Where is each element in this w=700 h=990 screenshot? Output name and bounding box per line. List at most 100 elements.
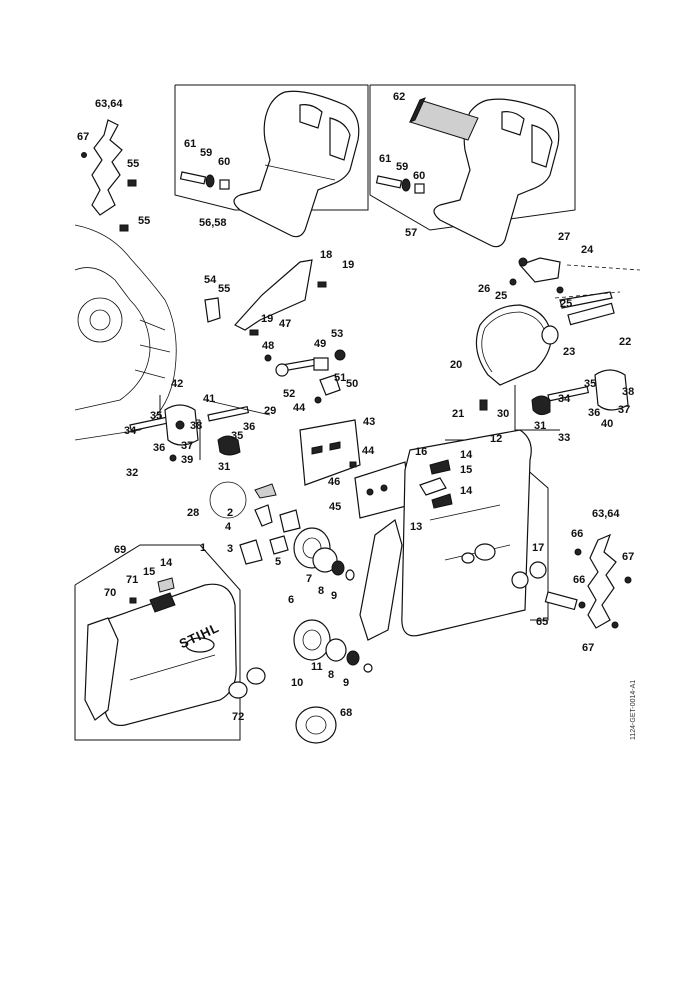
callout-label: 61 xyxy=(379,153,392,165)
callout-label: 59 xyxy=(396,161,409,173)
callout-label: 45 xyxy=(329,501,342,513)
callout-label: 53 xyxy=(331,328,344,340)
callout-label: 26 xyxy=(478,283,491,295)
callout-label: 15 xyxy=(460,464,473,476)
callout-label: 33 xyxy=(558,432,571,444)
callout-label: 8 xyxy=(328,669,335,681)
callout-label: 35 xyxy=(150,410,163,422)
callout-label: 70 xyxy=(104,587,117,599)
drawing-code: 1124-GET-0014-A1 xyxy=(630,679,637,740)
callout-label: 67 xyxy=(622,551,635,563)
side-plate-45 xyxy=(349,461,411,519)
callout-label: 54 xyxy=(204,274,217,286)
callout-label: 41 xyxy=(203,393,216,405)
tensioner-assembly xyxy=(264,349,346,404)
callout-label: 3 xyxy=(227,543,234,555)
callout-label: 39 xyxy=(181,454,194,466)
clutch-parts xyxy=(209,481,355,581)
callout-label: 18 xyxy=(320,249,333,261)
callout-label: 43 xyxy=(363,416,376,428)
callout-label: 63,64 xyxy=(95,98,123,110)
callout-label: 49 xyxy=(314,338,327,350)
nuts-72 xyxy=(228,667,266,699)
callout-label: 29 xyxy=(264,405,277,417)
sprocket-11 xyxy=(293,619,373,673)
callout-label: 14 xyxy=(160,557,173,569)
front-bracket-lower-right xyxy=(544,533,632,629)
callout-label: 46 xyxy=(328,476,341,488)
callout-label: 23 xyxy=(563,346,576,358)
callout-label: 1 xyxy=(200,542,207,554)
callout-label: 61 xyxy=(184,138,197,150)
callout-label: 15 xyxy=(143,566,156,578)
callout-label: 38 xyxy=(622,386,635,398)
callout-label: 25 xyxy=(560,298,573,310)
callout-label: 55 xyxy=(218,283,231,295)
callout-label: 19 xyxy=(342,259,355,271)
callout-label: 36 xyxy=(153,442,166,454)
screw-set-left xyxy=(179,171,230,190)
engine-housing xyxy=(74,224,177,441)
callout-label: 66 xyxy=(573,574,586,586)
callout-label: 51 xyxy=(334,372,347,384)
callout-label: 55 xyxy=(138,215,151,227)
callout-label: 36 xyxy=(243,421,256,433)
callout-label: 7 xyxy=(306,573,313,585)
callout-label: 47 xyxy=(279,318,292,330)
callout-label: 37 xyxy=(181,440,194,452)
callout-label: 71 xyxy=(126,574,139,586)
brake-band-assembly xyxy=(475,257,641,411)
callout-label: 22 xyxy=(619,336,632,348)
callout-label: 14 xyxy=(460,449,473,461)
callout-label: 55 xyxy=(127,158,140,170)
callout-label: 44 xyxy=(362,445,375,457)
callout-label: 38 xyxy=(190,420,203,432)
grip-insert xyxy=(409,97,479,141)
callout-label: 30 xyxy=(497,408,510,420)
chain-catcher-bracket xyxy=(204,259,327,336)
callout-label: 16 xyxy=(415,446,428,458)
front-bracket-upper-left xyxy=(81,119,137,232)
callout-label: 24 xyxy=(581,244,594,256)
callout-label: 4 xyxy=(225,521,232,533)
callout-label: 31 xyxy=(218,461,231,473)
callout-label: 13 xyxy=(410,521,423,533)
side-cover-69 xyxy=(84,577,237,727)
callout-label: 67 xyxy=(582,642,595,654)
callout-label: 62 xyxy=(393,91,406,103)
callout-label: 56,58 xyxy=(199,217,227,229)
callout-label: 59 xyxy=(200,147,213,159)
callout-label: 36 xyxy=(588,407,601,419)
nuts-17 xyxy=(511,561,547,589)
callout-label: 32 xyxy=(126,467,139,479)
callout-label: 11 xyxy=(311,661,323,673)
callout-label: 27 xyxy=(558,231,571,243)
callout-label: 34 xyxy=(124,425,137,437)
callout-label: 44 xyxy=(293,402,306,414)
guide-pin-kit-left xyxy=(129,395,201,462)
callout-label: 63,64 xyxy=(592,508,620,520)
callout-label: 40 xyxy=(601,418,614,430)
callout-label: 21 xyxy=(452,408,465,420)
callout-label: 66 xyxy=(571,528,584,540)
callout-label: 19 xyxy=(261,313,274,325)
callout-label: 68 xyxy=(340,707,353,719)
callout-label: 28 xyxy=(187,507,200,519)
callout-label: 12 xyxy=(490,433,503,445)
callout-label: 9 xyxy=(331,590,338,602)
callout-label: 42 xyxy=(171,378,184,390)
callout-label: 60 xyxy=(413,170,426,182)
right-guide-kit-frame xyxy=(514,369,629,431)
callout-label: 65 xyxy=(536,616,549,628)
callout-label: 34 xyxy=(558,393,571,405)
small-parts-16-14-15 xyxy=(419,459,453,509)
callout-label: 50 xyxy=(346,378,359,390)
callout-label: 5 xyxy=(275,556,282,568)
screw-set-right xyxy=(375,175,425,194)
callout-label: 35 xyxy=(231,430,244,442)
callout-label: 14 xyxy=(460,485,473,497)
callout-label: 25 xyxy=(495,290,508,302)
rim-sprocket-68 xyxy=(295,706,337,744)
guide-plate-13 xyxy=(359,518,403,641)
callout-label: 67 xyxy=(77,131,90,143)
